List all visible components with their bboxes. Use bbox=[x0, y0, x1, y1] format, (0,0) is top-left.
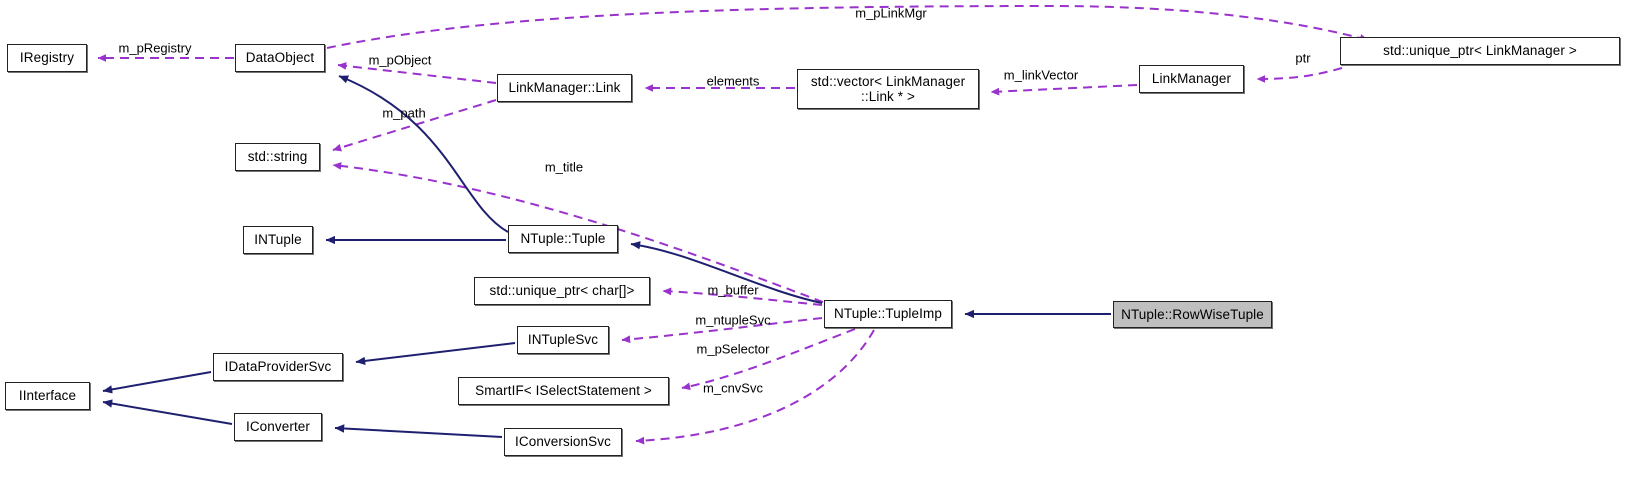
node-dataobject[interactable]: DataObject bbox=[235, 44, 325, 72]
edge-m-path bbox=[332, 99, 497, 152]
edge-label-m-plinkmgr: m_pLinkMgr bbox=[855, 5, 927, 21]
edge-m-pobject bbox=[337, 62, 497, 84]
edge-label-m-buffer: m_buffer bbox=[707, 282, 759, 298]
node-intuple[interactable]: INTuple bbox=[243, 226, 313, 254]
node-uniqueptrlm[interactable]: std::unique_ptr< LinkManager > bbox=[1340, 37, 1620, 65]
edge-inherit-tuple-dataobject bbox=[338, 75, 509, 233]
node-uniqueptrchar[interactable]: std::unique_ptr< char[]> bbox=[474, 277, 650, 305]
node-iconverter[interactable]: IConverter bbox=[234, 413, 322, 441]
node-rowwisetuple[interactable]: NTuple::RowWiseTuple bbox=[1113, 301, 1272, 328]
node-intuplesvc[interactable]: INTupleSvc bbox=[517, 326, 609, 354]
edge-m-pselector bbox=[681, 328, 856, 391]
node-ntupletuple[interactable]: NTuple::Tuple bbox=[508, 225, 618, 253]
edge-m-ntuplesvc bbox=[621, 317, 823, 344]
edge-inherit-iconverter-iinterface bbox=[102, 399, 233, 425]
edge-label-m-cnvsvc: m_cnvSvc bbox=[703, 380, 763, 396]
edge-ptr bbox=[1256, 67, 1343, 83]
edge-label-m-path: m_path bbox=[382, 105, 426, 121]
edge-label-m-linkvector: m_linkVector bbox=[1003, 67, 1079, 83]
edge-inherit-idataprovidersvc-iinterface bbox=[102, 371, 212, 394]
edge-m-linkvector bbox=[990, 84, 1138, 96]
node-stdstring[interactable]: std::string bbox=[235, 143, 320, 171]
edge-label-m-pobject: m_pObject bbox=[368, 52, 432, 68]
edge-m-plinkmgr bbox=[326, 4, 1369, 49]
edge-inherit-tupleimp-tuple bbox=[630, 241, 823, 304]
node-ntupletupleimp[interactable]: NTuple::TupleImp bbox=[824, 300, 952, 328]
node-iregistry[interactable]: IRegistry bbox=[7, 44, 87, 72]
edge-label-m-pselector: m_pSelector bbox=[696, 341, 770, 357]
edge-label-m-pregistry: m_pRegistry bbox=[118, 40, 192, 56]
edge-label-m-ntuplesvc: m_ntupleSvc bbox=[695, 312, 771, 328]
node-vectorlink[interactable]: std::vector< LinkManager ::Link * > bbox=[797, 69, 979, 109]
edge-label-elements: elements bbox=[706, 73, 760, 89]
edge-label-ptr: ptr bbox=[1295, 50, 1311, 66]
node-linkmanager[interactable]: LinkManager bbox=[1139, 65, 1244, 93]
node-iconversionsvc[interactable]: IConversionSvc bbox=[504, 428, 622, 456]
node-smartif[interactable]: SmartIF< ISelectStatement > bbox=[458, 377, 669, 405]
node-linkmanagerlink[interactable]: LinkManager::Link bbox=[497, 74, 632, 102]
edge-m-cnvsvc bbox=[635, 329, 875, 445]
edge-inherit-iconversionsvc-iconverter bbox=[334, 424, 503, 438]
node-idataprovidersvc[interactable]: IDataProviderSvc bbox=[213, 353, 343, 381]
edge-m-buffer bbox=[662, 287, 823, 306]
node-iinterface[interactable]: IInterface bbox=[5, 382, 90, 410]
edge-label-m-title: m_title bbox=[544, 159, 584, 175]
edge-inherit-intuplesvc-idataprovidersvc bbox=[355, 342, 516, 366]
